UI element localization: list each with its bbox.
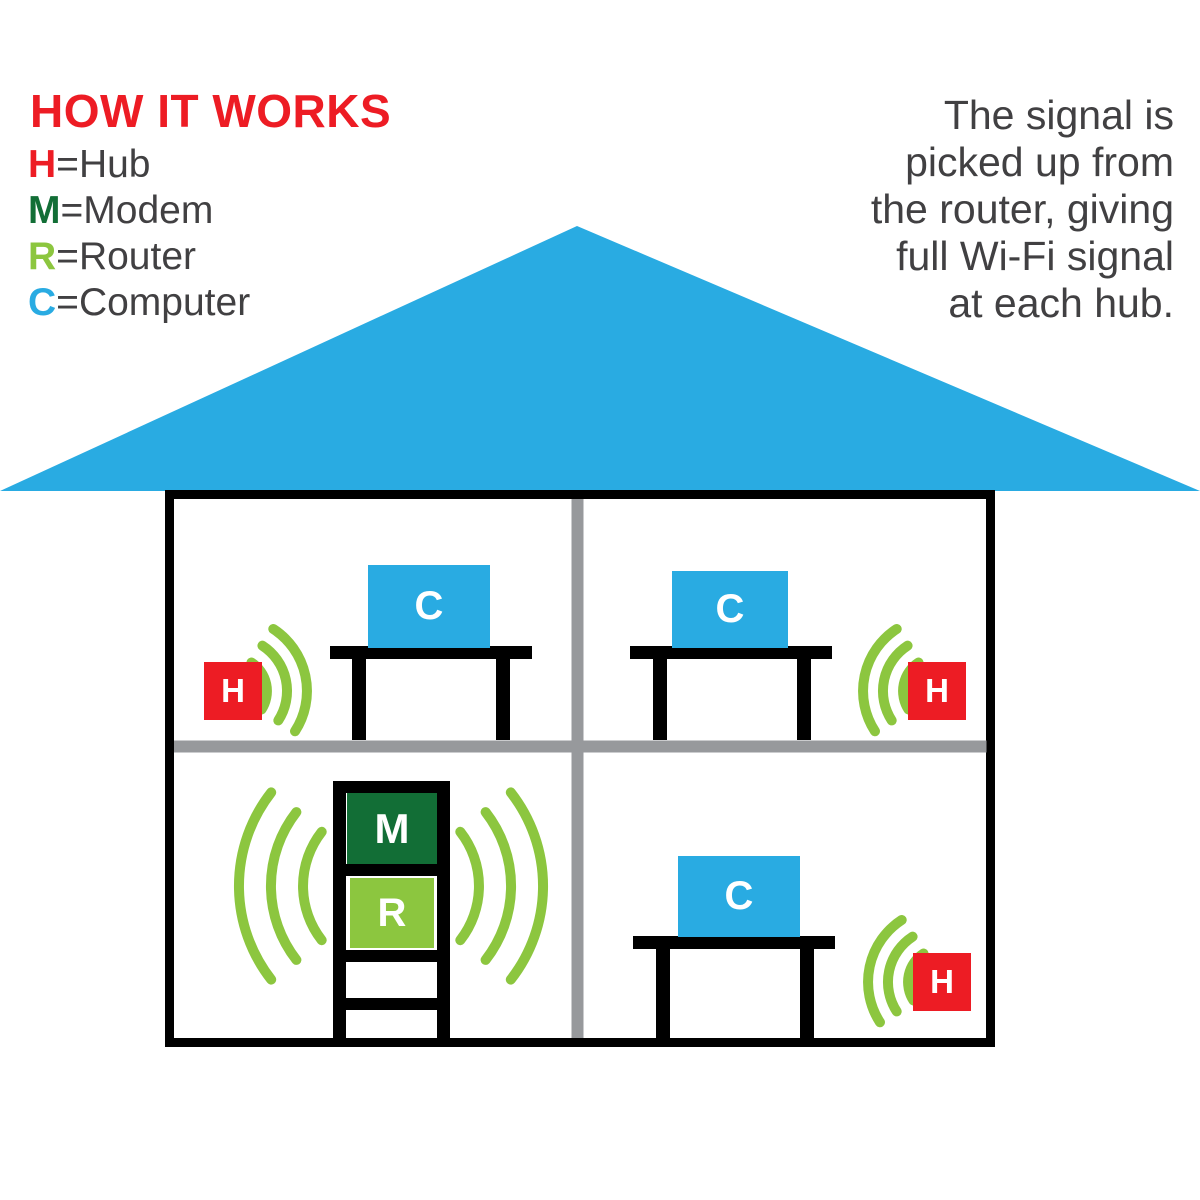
table-leg (656, 936, 670, 1038)
hub-box-top-left: H (204, 662, 262, 720)
wifi-arc (877, 640, 913, 726)
legend-letter-computer: C (28, 281, 57, 324)
wifi-arc (455, 826, 484, 946)
legend-separator: = (56, 235, 79, 278)
wifi-arc (882, 931, 918, 1017)
annotation-line: full Wi-Fi signal (896, 233, 1174, 279)
hub-label: H (221, 672, 245, 709)
modem-label: M (374, 804, 410, 852)
legend: H=Hub M=Modem R=Router C=Computer (28, 142, 250, 326)
legend-item-router: R=Router (28, 234, 250, 280)
computer-box-top-right: C (672, 571, 788, 648)
legend-separator: = (56, 281, 79, 324)
rack-shelf (333, 864, 450, 876)
legend-item-hub: H=Hub (28, 142, 250, 188)
computer-box-top-left: C (368, 565, 490, 648)
legend-name-hub: Hub (78, 143, 151, 186)
table-top (630, 646, 832, 659)
legend-letter-hub: H (28, 143, 57, 186)
computer-box-bottom-right: C (678, 856, 800, 937)
computer-label: C (715, 587, 745, 631)
legend-separator: = (56, 143, 79, 186)
legend-name-computer: Computer (78, 281, 251, 324)
router-label: R (377, 890, 407, 935)
table-leg (800, 936, 814, 1038)
legend-separator: = (60, 189, 84, 232)
table-top (633, 936, 835, 949)
legend-name-modem: Modem (83, 189, 214, 232)
annotation-line: the router, giving (870, 186, 1174, 232)
wifi-arc (265, 807, 302, 965)
rack-shelf (333, 950, 450, 962)
hub-box-bottom-right: H (913, 953, 971, 1011)
wifi-arc (233, 787, 277, 985)
computer-label: C (724, 874, 754, 918)
hub-label: H (930, 963, 954, 1000)
annotation-line: The signal is (943, 92, 1174, 138)
room-divider-horizontal (174, 740, 987, 753)
wifi-arc (268, 623, 312, 737)
wifi-arc (863, 914, 907, 1028)
legend-letter-router: R (28, 235, 57, 278)
annotation-text: The signal is picked up from the router,… (871, 92, 1174, 327)
modem-box: M (347, 793, 437, 864)
rack-shelf (333, 998, 450, 1010)
rack-post (333, 781, 346, 1038)
page-title: HOW IT WORKS (30, 85, 392, 137)
legend-item-modem: M=Modem (28, 188, 250, 234)
table-leg (797, 646, 811, 740)
computer-label: C (414, 584, 444, 628)
hub-box-top-right: H (908, 662, 966, 720)
wifi-signal-icon-router-left (233, 787, 327, 985)
wifi-arc (257, 640, 293, 726)
legend-item-computer: C=Computer (28, 280, 250, 326)
wifi-arc (298, 826, 327, 946)
table-leg (352, 646, 366, 740)
wifi-signal-icon-router-right (455, 787, 549, 985)
table-leg (653, 646, 667, 740)
legend-name-router: Router (78, 235, 197, 278)
wifi-arc (858, 623, 902, 737)
room-divider-vertical (571, 499, 584, 1038)
router-box: R (350, 878, 434, 948)
table-top (330, 646, 532, 659)
rack-shelf (333, 781, 450, 793)
annotation-line: at each hub. (948, 280, 1174, 326)
annotation-line: picked up from (905, 139, 1174, 185)
rack-post (437, 781, 450, 1038)
hub-label: H (925, 672, 949, 709)
wifi-arc (505, 787, 549, 985)
roof-shape (0, 226, 1200, 491)
legend-letter-modem: M (28, 189, 61, 232)
wifi-arc (480, 807, 517, 965)
table-leg (496, 646, 510, 740)
